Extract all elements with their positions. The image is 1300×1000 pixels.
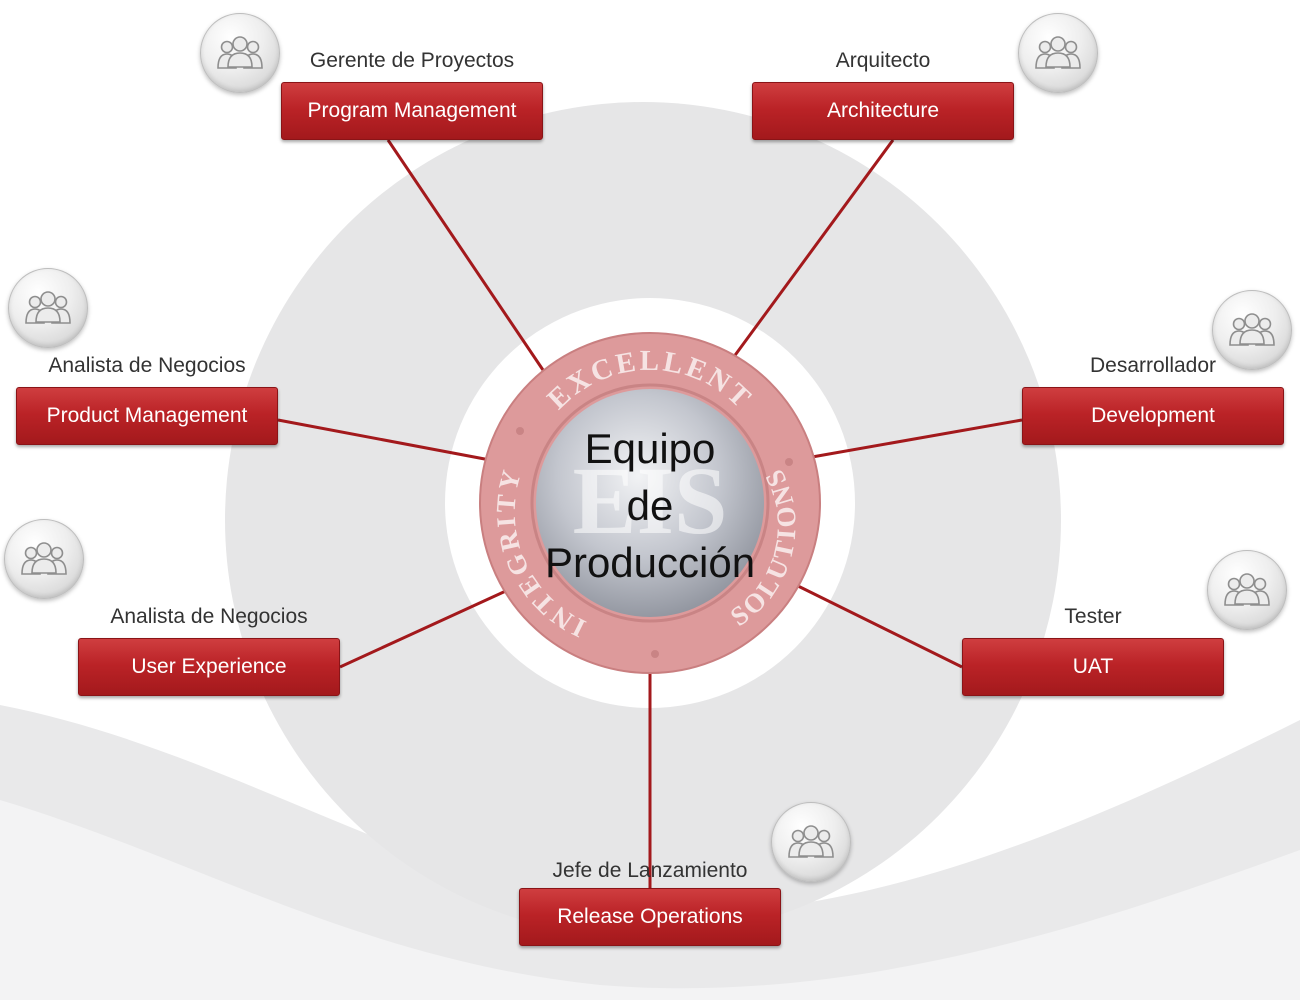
people-group-icon[interactable] <box>771 802 851 882</box>
connector-development <box>811 418 1023 459</box>
connector-product-management <box>277 418 491 462</box>
uat-button[interactable]: UAT <box>962 638 1224 696</box>
people-group-icon[interactable] <box>4 519 84 599</box>
user-experience-button[interactable]: User Experience <box>78 638 340 696</box>
emblem-letters: EIS <box>573 447 728 554</box>
product-management-button[interactable]: Product Management <box>16 387 278 445</box>
person-figure <box>227 36 253 68</box>
person-figure <box>35 291 61 323</box>
role-label-uat: Tester <box>1064 605 1122 628</box>
center-title-line-3: Producción <box>544 539 756 586</box>
people-group-icon[interactable] <box>1207 550 1287 630</box>
architecture-button[interactable]: Architecture <box>752 82 1014 140</box>
people-group-glyph <box>1035 36 1081 69</box>
role-label-user-experience: Analista de Negocios <box>110 605 308 628</box>
people-group-glyph <box>25 291 71 324</box>
people-group-glyph <box>1224 573 1270 606</box>
program-management-button[interactable]: Program Management <box>281 82 543 140</box>
person-figure <box>31 542 57 574</box>
emblem-rivet <box>651 650 659 658</box>
people-group-icon[interactable] <box>1212 290 1292 370</box>
role-label-release-operations: Jefe de Lanzamiento <box>552 859 748 882</box>
people-group-glyph <box>788 825 834 858</box>
emblem-rivet <box>785 458 793 466</box>
development-button[interactable]: Development <box>1022 387 1284 445</box>
role-label-development: Desarrollador <box>1089 354 1217 377</box>
emblem-ring-inner-edge <box>530 383 770 623</box>
center-title: Equipo de Producción <box>500 420 800 591</box>
person-figure <box>798 825 824 857</box>
role-label-program-management: Gerente de Proyectos <box>309 49 515 72</box>
people-group-glyph <box>217 36 263 69</box>
connector-architecture <box>731 139 895 359</box>
connector-uat <box>795 583 963 669</box>
people-group-icon[interactable] <box>1018 13 1098 93</box>
background-wave-lower <box>0 800 1300 1000</box>
people-group-icon[interactable] <box>200 13 280 93</box>
person-figure <box>1045 36 1071 68</box>
center-title-line-2: de <box>626 482 674 529</box>
connector-user-experience <box>339 588 509 669</box>
role-label-architecture: Arquitecto <box>835 49 931 72</box>
people-group-icon[interactable] <box>8 268 88 348</box>
release-operations-button[interactable]: Release Operations <box>519 888 781 946</box>
people-group-glyph <box>1229 313 1275 346</box>
people-group-glyph <box>21 542 67 575</box>
role-label-product-management: Analista de Negocios <box>48 354 246 377</box>
connector-lines <box>277 139 1023 888</box>
connector-program-management <box>386 139 545 371</box>
person-figure <box>1234 573 1260 605</box>
person-figure <box>1239 313 1265 345</box>
center-title-line-1: Equipo <box>584 425 716 472</box>
emblem-rivet <box>516 427 524 435</box>
person-figure <box>217 40 237 69</box>
emblem-hub <box>536 389 764 617</box>
